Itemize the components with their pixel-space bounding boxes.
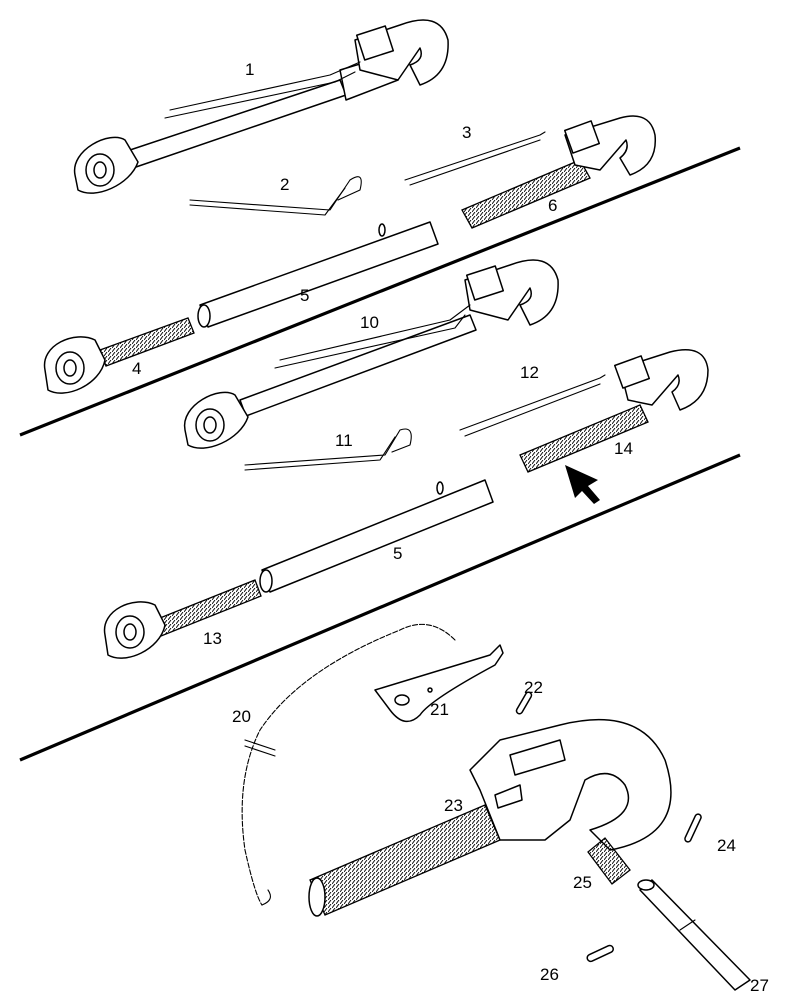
section-divider-1: [19, 146, 741, 437]
callout-3: 3: [462, 123, 471, 142]
callout-25: 25: [573, 873, 592, 892]
part-27-latch: [637, 879, 751, 991]
part-22-pin: [515, 691, 533, 715]
part-6-hook-end: [461, 115, 657, 229]
section-divider-2: [19, 453, 741, 762]
callout-23: 23: [444, 796, 463, 815]
part-26-pin: [586, 944, 614, 963]
part-11-clip: [244, 428, 412, 471]
part-20-chain: [241, 623, 456, 906]
part-4-eye-end: [43, 317, 195, 394]
callout-20: 20: [232, 707, 251, 726]
callout-5a: 5: [300, 286, 309, 305]
callout-6: 6: [548, 196, 557, 215]
callout-24: 24: [717, 836, 736, 855]
part-5-tube-second: [259, 479, 494, 593]
callout-2: 2: [280, 175, 289, 194]
callout-10: 10: [360, 313, 379, 332]
part-25-spring: [587, 837, 631, 885]
callout-26: 26: [540, 965, 559, 984]
part-10-top-link-assembly: [184, 259, 559, 449]
part-14-hook-end: [519, 349, 709, 473]
part-23-hook-end: [308, 718, 672, 917]
callout-22: 22: [524, 678, 543, 697]
callout-1: 1: [245, 60, 254, 79]
callout-4: 4: [132, 359, 141, 378]
part-13-eye-end: [103, 579, 262, 659]
callout-21: 21: [430, 700, 449, 719]
arrow-indicator: [565, 465, 600, 504]
callout-5b: 5: [393, 544, 402, 563]
part-12-clip: [459, 374, 606, 437]
part-1-top-link-assembly: [74, 19, 449, 194]
callout-12: 12: [520, 363, 539, 382]
part-3-clip: [404, 131, 546, 186]
callout-27: 27: [750, 976, 769, 995]
part-5-tube: [197, 221, 439, 328]
callout-11: 11: [335, 431, 353, 450]
callout-13: 13: [203, 629, 222, 648]
callout-14: 14: [614, 439, 633, 458]
part-24-pin: [684, 813, 702, 843]
part-2-clip: [189, 176, 362, 216]
part-21-bracket: [374, 644, 504, 723]
